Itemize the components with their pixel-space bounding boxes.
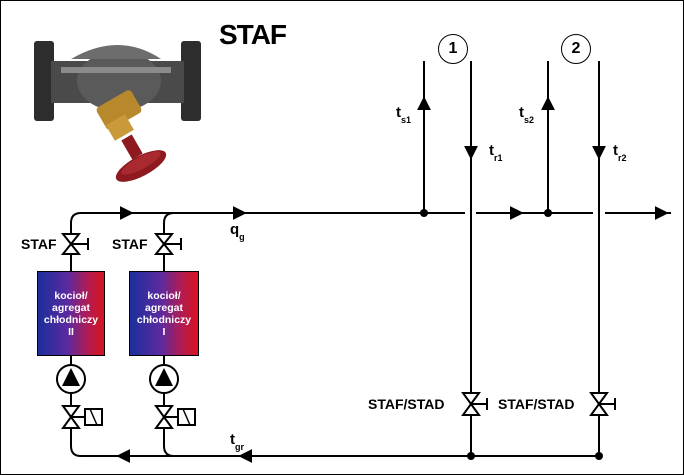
control-valve-unit2 bbox=[63, 406, 102, 428]
flow-label-qg: qg bbox=[230, 221, 245, 239]
return-header bbox=[71, 441, 599, 456]
temp-label-tr2: tr2 bbox=[613, 142, 627, 160]
staf-valve-illustration bbox=[34, 41, 201, 188]
return-branch-2 bbox=[164, 441, 174, 456]
unit-boiler-chiller-2: kocioł/ agregat chłodniczy II bbox=[37, 271, 105, 356]
valve-label-staf-stad-1: STAF/STAD bbox=[368, 396, 444, 412]
circuit-number-1: 1 bbox=[438, 34, 468, 64]
valve-label-staf-unit1: STAF bbox=[112, 236, 148, 252]
pump-unit1 bbox=[150, 365, 178, 393]
valve-label-staf-stad-2: STAF/STAD bbox=[498, 396, 574, 412]
supply-branch-2 bbox=[164, 213, 174, 226]
control-valve-unit1 bbox=[156, 406, 195, 428]
staf-stad-valve-1 bbox=[463, 393, 487, 415]
supply-header bbox=[71, 213, 466, 226]
temp-label-ts2: ts2 bbox=[519, 104, 534, 122]
staf-stad-valve-2 bbox=[591, 393, 615, 415]
diagram-title: STAF bbox=[219, 19, 286, 51]
staf-valve-unit2 bbox=[63, 234, 88, 254]
pump-unit2 bbox=[57, 365, 85, 393]
staf-valve-unit1 bbox=[156, 234, 181, 254]
circuit-number-2: 2 bbox=[561, 34, 591, 64]
temp-label-tr1: tr1 bbox=[489, 142, 503, 160]
valve-label-staf-unit2: STAF bbox=[21, 236, 57, 252]
temp-label-tgr: tgr bbox=[230, 431, 244, 449]
temp-label-ts1: ts1 bbox=[396, 104, 411, 122]
unit-boiler-chiller-1: kocioł/ agregat chłodniczy I bbox=[129, 271, 199, 356]
